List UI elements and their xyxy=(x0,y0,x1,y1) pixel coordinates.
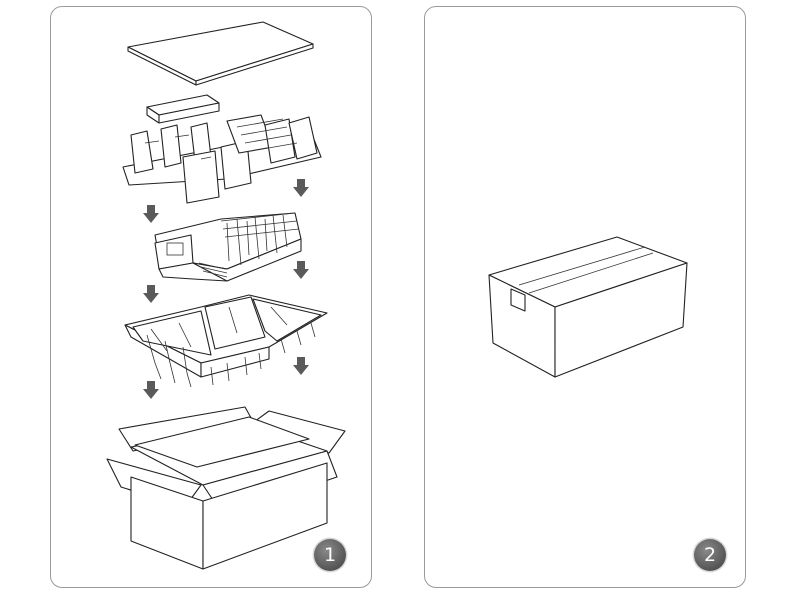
upper-pulp-tray xyxy=(122,114,322,204)
exploded-packaging-illustration xyxy=(106,21,346,570)
step-number-badge: 1 xyxy=(314,539,346,571)
down-arrow-icon xyxy=(143,205,159,223)
down-arrow-icon xyxy=(293,357,309,375)
device xyxy=(154,212,302,282)
down-arrow-icon xyxy=(293,261,309,279)
packing-tape xyxy=(510,246,654,312)
step-2-panel: 2 xyxy=(424,6,746,588)
closed-box xyxy=(488,236,688,378)
down-arrow-icon xyxy=(143,381,159,399)
lower-pulp-tray xyxy=(124,294,328,388)
small-foam-block xyxy=(146,94,220,124)
closed-box-illustration xyxy=(488,236,688,378)
top-cardboard-sheet xyxy=(127,21,314,86)
step-number-badge: 2 xyxy=(694,539,726,571)
down-arrow-icon xyxy=(143,285,159,303)
step-1-panel: 1 xyxy=(50,6,372,588)
open-box xyxy=(106,406,346,570)
down-arrow-icon xyxy=(293,179,309,197)
